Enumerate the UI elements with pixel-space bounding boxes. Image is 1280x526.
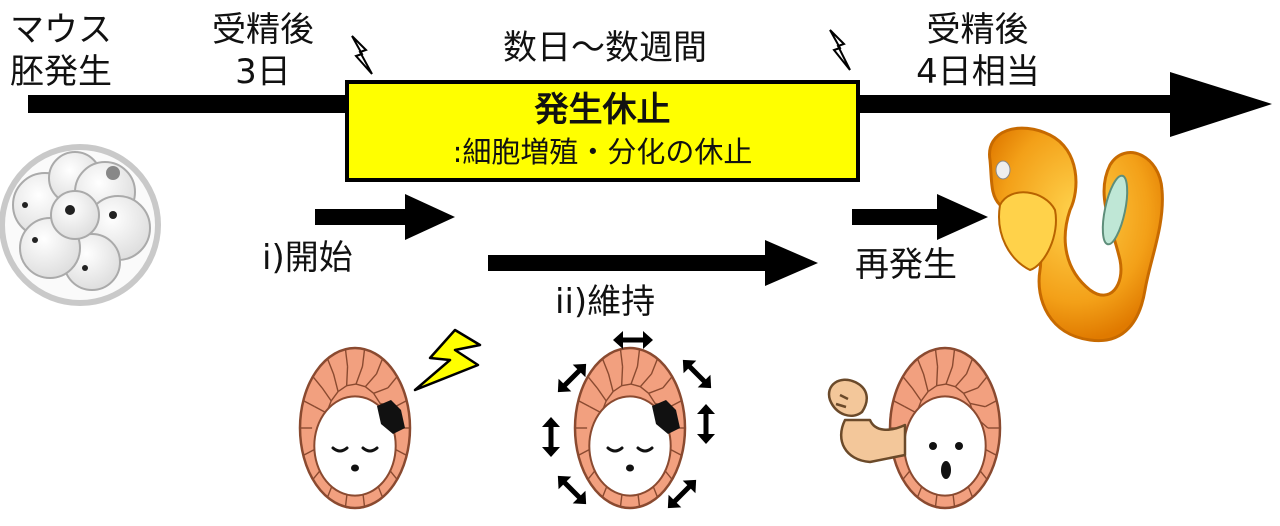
label-day4-2: 4日相当 <box>916 52 1040 92</box>
diapause-title: 発生休止 <box>534 90 671 130</box>
blastocyst-head-maintain <box>573 346 687 510</box>
flexed-arm-icon <box>827 378 907 464</box>
label-duration: 数日〜数週間 <box>503 28 707 68</box>
blastocyst-head-start <box>298 346 412 510</box>
label-maintain: ii)維持 <box>555 282 656 322</box>
lightning-tick-icon <box>351 29 851 75</box>
maintain-arrow <box>488 240 818 286</box>
redevelop-arrow <box>852 194 988 240</box>
lightning-bolt-icon <box>413 328 482 392</box>
label-mouse-embryo-1: マウス <box>10 10 112 50</box>
label-day4-1: 受精後 <box>926 10 1029 50</box>
label-redevelop: 再発生 <box>855 245 957 285</box>
blastocyst-head-redevelop <box>888 346 1002 510</box>
diapause-subtitle: :細胞増殖・分化の休止 <box>452 135 753 169</box>
label-start: i)開始 <box>262 238 353 278</box>
label-day3-1: 受精後 <box>212 10 314 50</box>
diapause-box: 発生休止 :細胞増殖・分化の休止 <box>345 80 860 182</box>
label-day3-2: 3日 <box>235 52 291 92</box>
label-mouse-embryo-2: 胚発生 <box>10 52 112 92</box>
morula-embryo-icon <box>0 144 161 306</box>
egg-cylinder-embryo-icon <box>988 126 1164 343</box>
start-arrow <box>315 194 455 240</box>
double-arrow-icon <box>542 331 715 509</box>
